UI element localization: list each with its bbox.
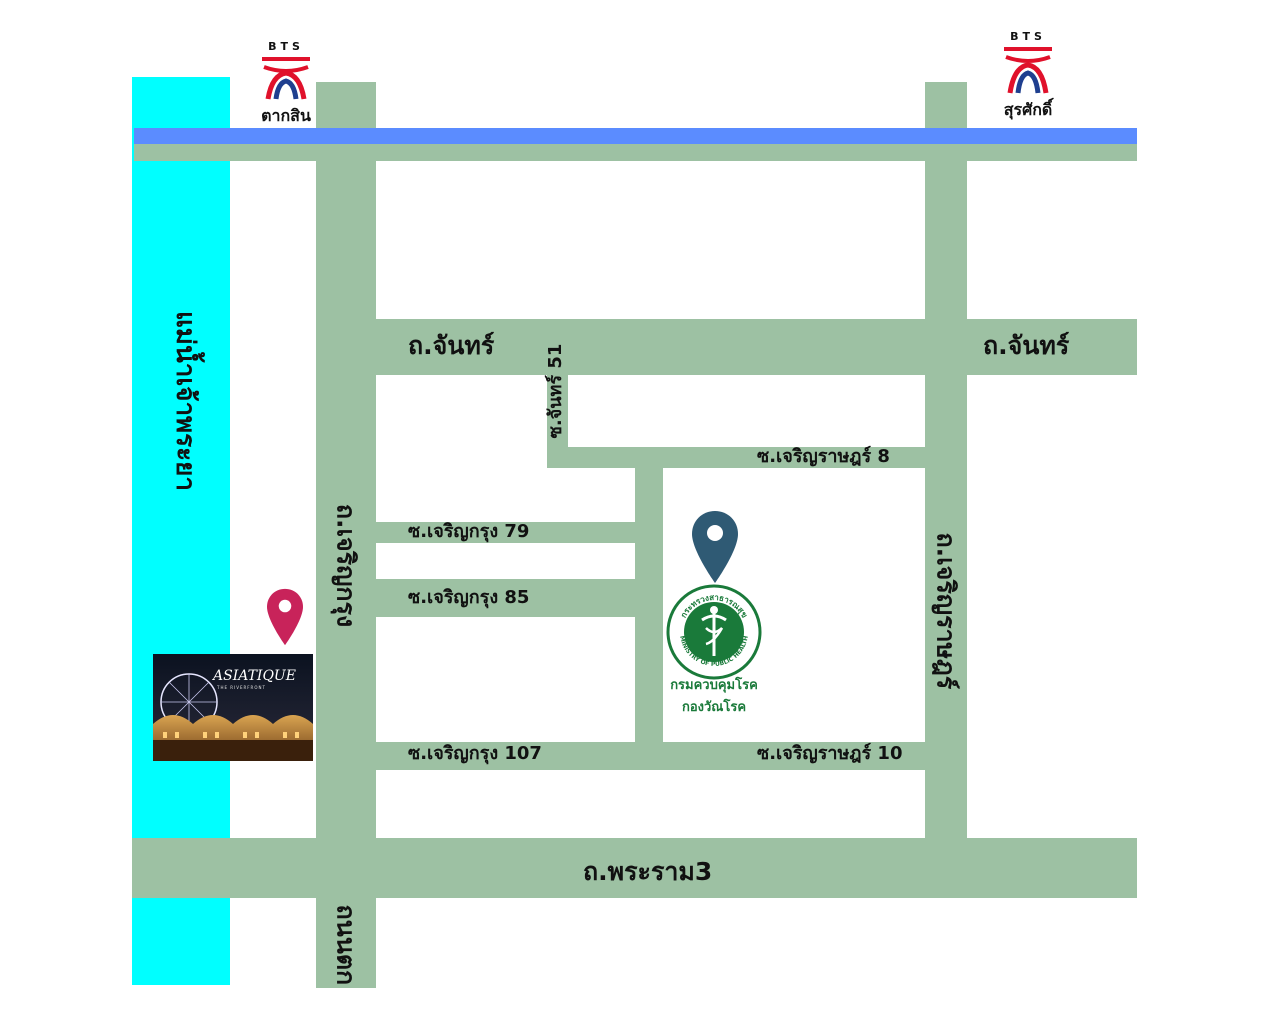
- road-middle-connector: [635, 468, 663, 770]
- label-charoen-krung-85: ซ.เจริญกรุง 85: [408, 587, 530, 608]
- road-charoen-rat-8: [547, 447, 925, 468]
- destination-line1: กรมควบคุมโรค: [670, 678, 758, 693]
- bts-brand-label: BTS: [268, 40, 304, 53]
- road-top: [134, 144, 1137, 161]
- map-pin-icon: [692, 511, 738, 583]
- asiatique-brand: ASIATIQUE: [211, 668, 296, 684]
- label-chan-left: ถ.จันทร์: [408, 331, 495, 360]
- ministry-public-health-logo-icon: กระทรวงสาธารณสุข MINISTRY OF PUBLIC HEAL…: [666, 584, 762, 680]
- map-pin-icon: [267, 588, 303, 646]
- road-charoen-krung-79: [376, 522, 635, 543]
- river-label: แม่น้ำเจ้าพระยา: [170, 311, 200, 491]
- asiatique-tagline: THE RIVERFRONT: [216, 685, 266, 690]
- label-charoen-krung-107: ซ.เจริญกรุง 107: [408, 743, 542, 764]
- road-charoen-rat: [925, 82, 967, 838]
- road-charoen-krung-85: [376, 579, 635, 617]
- label-rama3: ถ.พระราม3: [583, 857, 713, 886]
- bts-brand-label: BTS: [1010, 30, 1046, 43]
- asiatique-scene: ASIATIQUE THE RIVERFRONT: [153, 654, 313, 761]
- bts-station-name: สุรศักดิ์: [1003, 100, 1053, 119]
- label-soi-chan-51: ซ.จันทร์ 51: [545, 343, 566, 439]
- label-charoen-rat-road: ถ.เจริญราษฎร์: [931, 532, 961, 690]
- label-charoen-rat-10: ซ.เจริญราษฎร์ 10: [757, 743, 903, 764]
- label-charoen-krung: ถ.เจริญกรุง: [331, 503, 361, 628]
- label-tok-road: ถนนตก: [331, 904, 361, 986]
- bts-station-name: ตากสิน: [261, 106, 311, 125]
- asiatique-photo: ASIATIQUE THE RIVERFRONT: [153, 654, 313, 761]
- road-chan: [376, 319, 1137, 375]
- bts-rail-line: [134, 128, 1137, 144]
- road-rama3: [132, 838, 1137, 898]
- bts-station-surasak: BTS สุรศักดิ์: [993, 30, 1063, 123]
- destination-line2: กองวัณโรค: [681, 700, 747, 715]
- road-soi-chan-51: [547, 375, 568, 468]
- label-chan-right: ถ.จันทร์: [983, 331, 1070, 360]
- bts-logo-icon: [1004, 47, 1052, 94]
- label-charoen-rat-8: ซ.เจริญราษฎร์ 8: [757, 446, 890, 467]
- label-charoen-krung-79: ซ.เจริญกรุง 79: [408, 521, 530, 542]
- destination-name: กรมควบคุมโรค กองวัณโรค: [654, 675, 774, 719]
- bts-station-taksin: BTS ตากสิน: [251, 40, 321, 129]
- chao-phraya-river: [132, 77, 230, 985]
- road-charoen-krung-107: [376, 742, 966, 770]
- bts-logo-icon: [262, 57, 310, 100]
- road-charoen-krung: [316, 82, 376, 988]
